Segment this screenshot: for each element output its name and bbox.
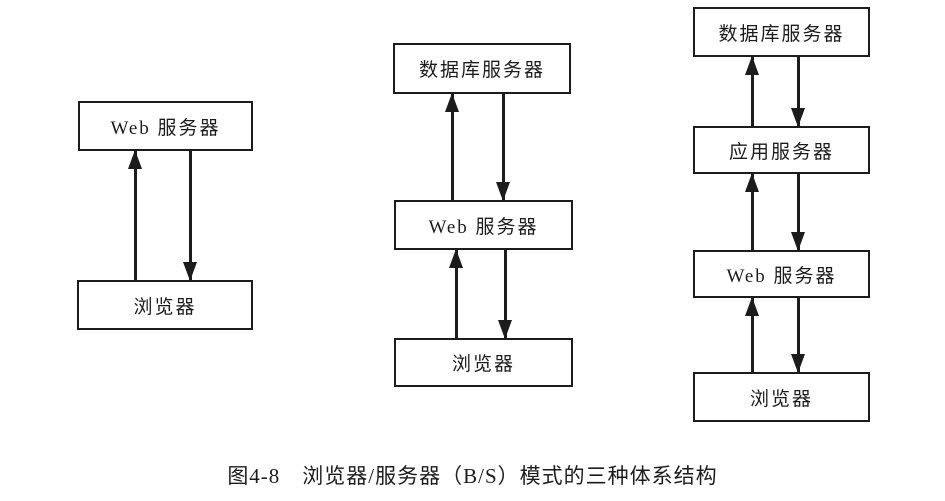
down-arrow <box>189 151 192 280</box>
node-browser: 浏览器 <box>77 280 253 330</box>
node-web-server: Web 服务器 <box>394 200 573 250</box>
figure-caption: 图4-8 浏览器/服务器（B/S）模式的三种体系结构 <box>227 464 718 488</box>
down-arrow <box>502 94 505 200</box>
up-arrow <box>751 298 754 372</box>
node-application-server: 应用服务器 <box>693 126 870 174</box>
up-arrow <box>455 250 458 338</box>
up-arrow <box>134 151 137 280</box>
node-database-server: 数据库服务器 <box>393 43 571 94</box>
up-arrow <box>751 57 754 126</box>
down-arrow <box>504 250 507 338</box>
down-arrow <box>797 57 800 126</box>
down-arrow <box>797 298 800 372</box>
node-browser: 浏览器 <box>693 372 870 422</box>
up-arrow <box>451 94 454 200</box>
down-arrow <box>797 174 800 250</box>
node-web-server: Web 服务器 <box>78 101 253 151</box>
up-arrow <box>751 174 754 250</box>
node-web-server: Web 服务器 <box>693 250 870 298</box>
node-browser: 浏览器 <box>394 338 573 387</box>
node-database-server: 数据库服务器 <box>693 7 870 57</box>
